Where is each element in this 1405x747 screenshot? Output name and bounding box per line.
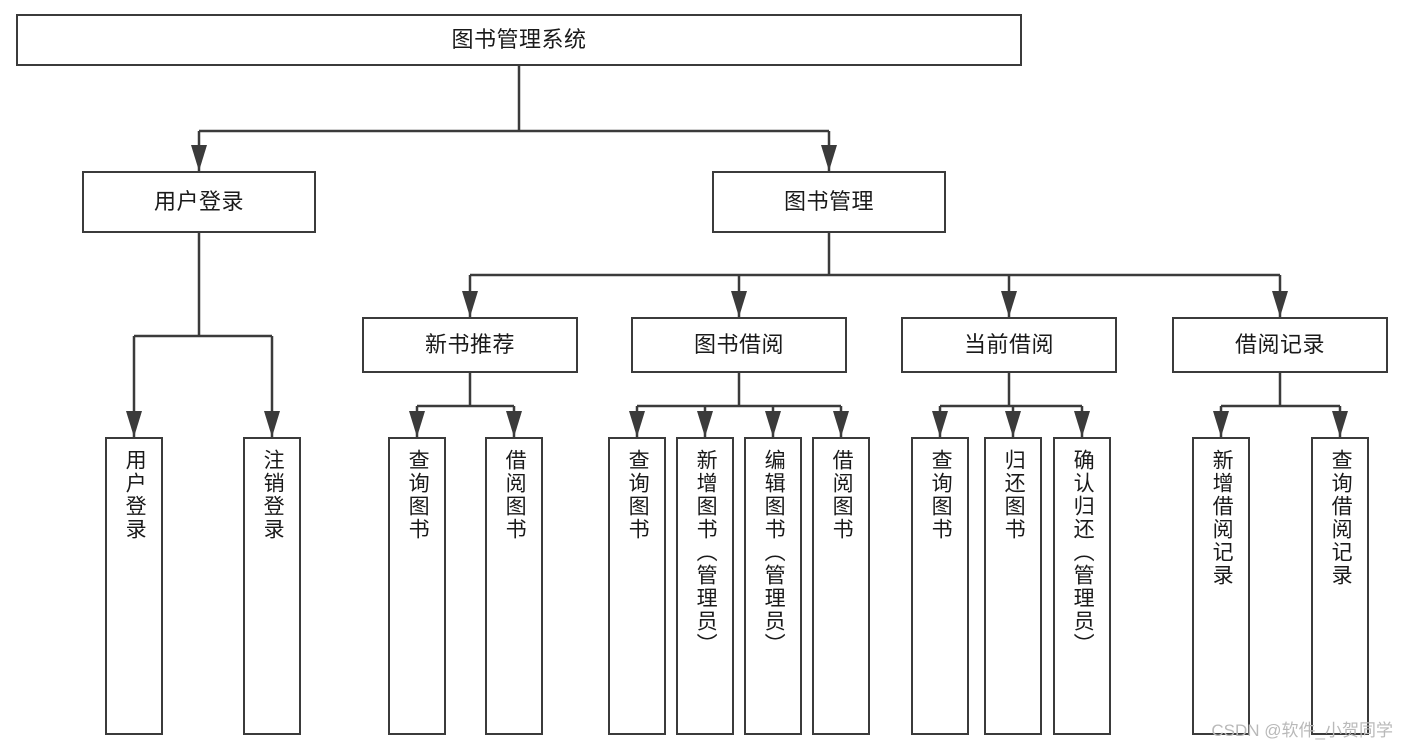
node-root[interactable]: 图书管理系统 — [16, 14, 1022, 66]
arrow-head-icon — [1213, 411, 1229, 437]
node-label: 用户登录 — [123, 449, 147, 541]
arrow-head-icon — [191, 145, 207, 171]
node-leaf-logout[interactable]: 注销登录 — [243, 437, 301, 735]
node-label: 图书管理 — [783, 189, 874, 215]
arrow-head-icon — [932, 411, 948, 437]
node-label: 用户登录 — [153, 189, 244, 215]
node-label: 借阅记录 — [1234, 332, 1325, 358]
node-new-book-rec[interactable]: 新书推荐 — [362, 317, 578, 373]
arrow-head-icon — [1074, 411, 1090, 437]
node-label: 当前借阅 — [963, 332, 1054, 358]
node-label: 查询图书 — [929, 449, 953, 541]
node-label: 新书推荐 — [424, 332, 515, 358]
arrow-head-icon — [409, 411, 425, 437]
node-label: 查询图书 — [406, 449, 430, 541]
node-user-login[interactable]: 用户登录 — [82, 171, 316, 233]
node-borrow-record[interactable]: 借阅记录 — [1172, 317, 1388, 373]
node-leaf-bb-edit[interactable]: 编辑图书（管理员） — [744, 437, 802, 735]
arrow-head-icon — [1332, 411, 1348, 437]
arrow-head-icon — [833, 411, 849, 437]
arrow-head-icon — [821, 145, 837, 171]
arrow-head-icon — [1272, 291, 1288, 317]
node-label: 确认归还（管理员） — [1071, 449, 1095, 656]
node-leaf-rec-query[interactable]: 查询图书 — [388, 437, 446, 735]
arrow-head-icon — [126, 411, 142, 437]
node-label: 借阅图书 — [830, 449, 854, 541]
arrow-head-icon — [506, 411, 522, 437]
node-leaf-cb-return[interactable]: 归还图书 — [984, 437, 1042, 735]
node-label: 新增借阅记录 — [1210, 449, 1234, 587]
arrow-head-icon — [1005, 411, 1021, 437]
arrow-head-icon — [629, 411, 645, 437]
node-label: 图书管理系统 — [451, 27, 587, 53]
node-label: 注销登录 — [261, 449, 285, 541]
arrow-head-icon — [462, 291, 478, 317]
arrow-head-icon — [264, 411, 280, 437]
node-label: 编辑图书（管理员） — [762, 449, 786, 656]
arrow-head-icon — [765, 411, 781, 437]
node-current-borrow[interactable]: 当前借阅 — [901, 317, 1117, 373]
node-leaf-br-query[interactable]: 查询借阅记录 — [1311, 437, 1369, 735]
arrow-head-icon — [731, 291, 747, 317]
node-label: 查询图书 — [626, 449, 650, 541]
node-leaf-user-login[interactable]: 用户登录 — [105, 437, 163, 735]
arrow-head-icon — [1001, 291, 1017, 317]
arrow-head-icon — [697, 411, 713, 437]
node-label: 借阅图书 — [503, 449, 527, 541]
node-book-borrow[interactable]: 图书借阅 — [631, 317, 847, 373]
node-leaf-cb-confirm[interactable]: 确认归还（管理员） — [1053, 437, 1111, 735]
node-label: 图书借阅 — [693, 332, 784, 358]
node-leaf-bb-add[interactable]: 新增图书（管理员） — [676, 437, 734, 735]
node-book-manage[interactable]: 图书管理 — [712, 171, 946, 233]
node-label: 归还图书 — [1002, 449, 1026, 541]
node-label: 新增图书（管理员） — [694, 449, 718, 656]
node-leaf-bb-query[interactable]: 查询图书 — [608, 437, 666, 735]
node-leaf-bb-borrow[interactable]: 借阅图书 — [812, 437, 870, 735]
node-leaf-rec-borrow[interactable]: 借阅图书 — [485, 437, 543, 735]
node-leaf-cb-query[interactable]: 查询图书 — [911, 437, 969, 735]
node-leaf-br-add[interactable]: 新增借阅记录 — [1192, 437, 1250, 735]
node-label: 查询借阅记录 — [1329, 449, 1353, 587]
